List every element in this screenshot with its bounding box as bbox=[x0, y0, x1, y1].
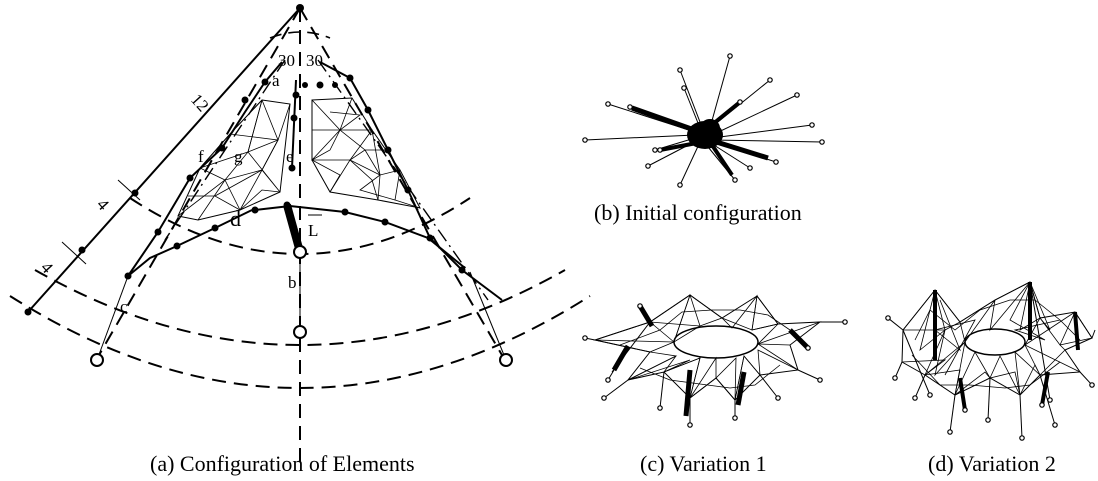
node-l7 bbox=[211, 224, 219, 232]
angle-label-right: 30 bbox=[306, 51, 323, 70]
mast-L bbox=[283, 203, 304, 254]
panel-a-diagram: 30 30 12 4 4 a b c d e f g L (a) Configu… bbox=[9, 4, 591, 476]
anchor-left bbox=[90, 353, 104, 367]
node-c3 bbox=[381, 218, 389, 226]
variation-2-graphic bbox=[885, 281, 1096, 441]
node-s3 bbox=[288, 164, 296, 172]
dim-node-1 bbox=[131, 189, 139, 197]
node-c2 bbox=[341, 208, 349, 216]
anchor-right bbox=[499, 353, 513, 367]
node-l2 bbox=[218, 144, 226, 152]
panel-d-diagram: (d) Variation 2 bbox=[885, 281, 1096, 476]
element-label-d: d bbox=[230, 206, 241, 231]
element-label-f: f bbox=[198, 147, 204, 166]
node-s4 bbox=[283, 201, 291, 209]
caption-b: (b) Initial configuration bbox=[594, 200, 802, 225]
dimension-label-4-lower: 4 bbox=[37, 258, 57, 277]
node-l6 bbox=[173, 242, 181, 250]
node-top-right bbox=[316, 81, 324, 89]
node-l3 bbox=[186, 174, 194, 182]
element-label-L: L bbox=[308, 221, 318, 240]
node-l5 bbox=[124, 272, 132, 280]
node-r3 bbox=[384, 146, 392, 154]
element-label-b: b bbox=[288, 273, 297, 292]
dim-node-2 bbox=[78, 246, 86, 254]
initial-configuration-graphic bbox=[582, 53, 825, 188]
element-label-a: a bbox=[272, 71, 280, 90]
node-r5 bbox=[426, 234, 434, 242]
variation-1-graphic bbox=[582, 293, 848, 428]
node-s1 bbox=[292, 91, 300, 99]
dim-node-3 bbox=[24, 308, 32, 316]
cable-c bbox=[96, 275, 129, 361]
node-l4 bbox=[154, 228, 162, 236]
node-l1 bbox=[241, 96, 249, 104]
anchor-mast bbox=[293, 245, 307, 259]
mesh-left-f bbox=[188, 189, 281, 211]
dimension-line bbox=[27, 7, 301, 313]
mesh-left-d bbox=[177, 103, 291, 217]
dim-tick-2 bbox=[61, 241, 87, 265]
radial-right bbox=[299, 7, 507, 363]
node-r2 bbox=[364, 106, 372, 114]
node-r1 bbox=[346, 74, 354, 82]
panel-b-diagram: (b) Initial configuration bbox=[582, 53, 825, 225]
dimension-label-4-upper: 4 bbox=[93, 195, 113, 214]
mesh-left-c bbox=[199, 151, 281, 211]
caption-c: (c) Variation 1 bbox=[640, 451, 767, 476]
mesh-right-e bbox=[311, 129, 341, 193]
node-r4 bbox=[404, 186, 412, 194]
caption-d: (d) Variation 2 bbox=[928, 451, 1056, 476]
radial-left bbox=[94, 7, 301, 363]
mesh-right-b bbox=[339, 97, 381, 201]
node-top-left bbox=[261, 78, 269, 86]
node-r6 bbox=[458, 266, 466, 274]
node-top-mid-2 bbox=[332, 82, 338, 88]
mesh-right-d bbox=[329, 111, 379, 201]
arc-outer bbox=[9, 295, 591, 389]
mesh-right-c bbox=[371, 129, 421, 209]
panel-c-diagram: (c) Variation 1 bbox=[582, 293, 848, 476]
node-top-mid-1 bbox=[302, 82, 308, 88]
guide-right-inner bbox=[317, 59, 489, 301]
element-label-g: g bbox=[234, 147, 243, 166]
mesh-left-e bbox=[214, 99, 279, 197]
angle-label-left: 30 bbox=[278, 51, 295, 70]
node-c1 bbox=[251, 206, 259, 214]
caption-a: (a) Configuration of Elements bbox=[150, 451, 415, 476]
anchor-center bbox=[293, 325, 307, 339]
guide-left-inner bbox=[164, 59, 286, 241]
element-label-c: c bbox=[120, 297, 128, 316]
mesh-right-f bbox=[359, 149, 396, 201]
dim-tick-1 bbox=[117, 179, 141, 201]
arc-middle bbox=[34, 269, 566, 346]
node-s2 bbox=[290, 114, 298, 122]
element-label-e: e bbox=[286, 147, 294, 166]
apex-node bbox=[296, 4, 304, 12]
cable-right-anchor bbox=[469, 271, 507, 361]
edge-cable-right bbox=[319, 61, 503, 301]
